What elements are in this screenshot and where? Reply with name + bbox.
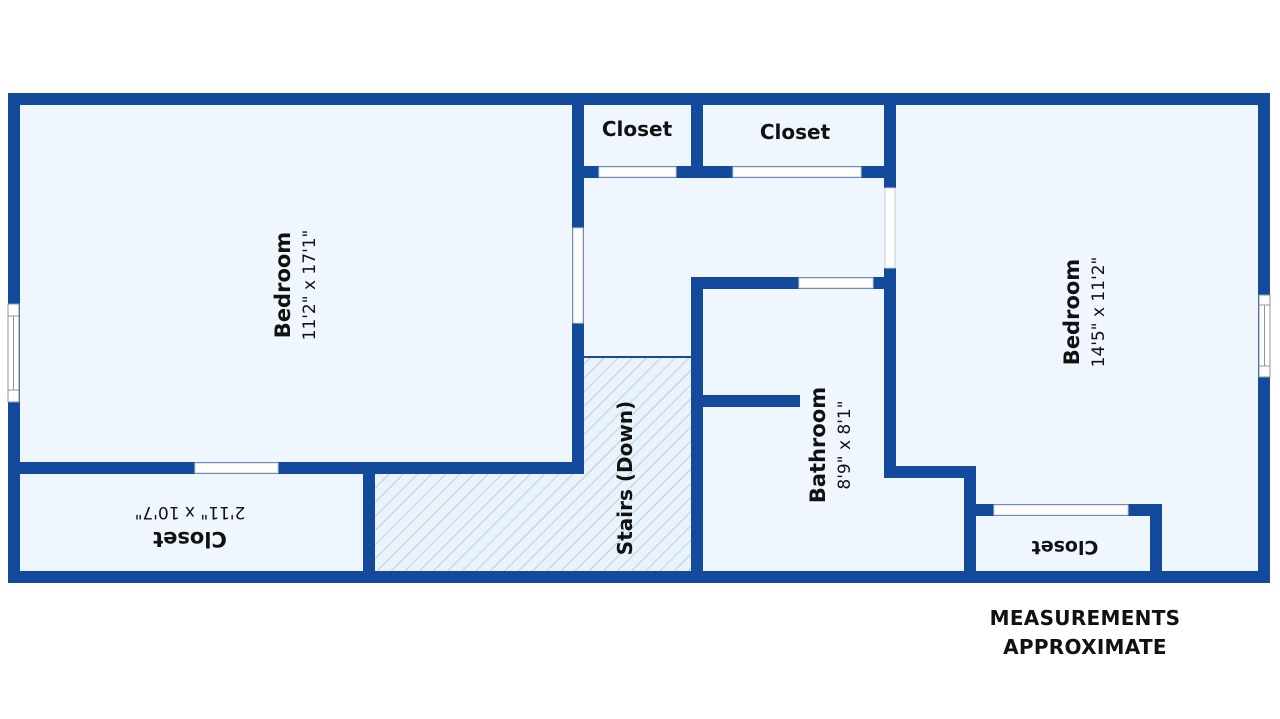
floor-bedroom-right	[890, 99, 1264, 576]
label-bedroom-left: Bedroom 11'2" x 17'1"	[271, 230, 320, 341]
floor-bedroom-left	[14, 99, 578, 467]
svg-text:Bedroom: Bedroom	[271, 232, 295, 338]
note-line-2: APPROXIMATE	[1003, 635, 1167, 659]
door-bathroom[interactable]	[798, 277, 874, 289]
svg-text:Closet: Closet	[153, 527, 227, 551]
svg-text:Closet: Closet	[1032, 536, 1099, 558]
svg-text:Bathroom: Bathroom	[806, 387, 830, 503]
label-closet-bottom-right: Closet	[1032, 536, 1099, 558]
svg-text:8'9" x 8'1": 8'9" x 8'1"	[835, 400, 855, 489]
windows	[7, 294, 1271, 403]
note-line-1: MEASUREMENTS	[989, 606, 1181, 630]
door-closet-top-1[interactable]	[598, 166, 677, 178]
floor-closet-bottom-left	[14, 473, 369, 576]
label-closet-top-1: Closet	[602, 117, 673, 141]
svg-text:2'11" x 10'7": 2'11" x 10'7"	[135, 502, 246, 522]
label-bedroom-right: Bedroom 14'5" x 11'2"	[1060, 257, 1109, 368]
stairs-hatch	[375, 356, 692, 576]
svg-text:Bedroom: Bedroom	[1060, 259, 1084, 365]
label-closet-top-2: Closet	[760, 120, 831, 144]
measurements-note: MEASUREMENTS APPROXIMATE	[960, 604, 1210, 662]
door-closet-top-2[interactable]	[732, 166, 862, 178]
openings	[194, 166, 1129, 516]
label-bathroom: Bathroom 8'9" x 8'1"	[806, 387, 855, 503]
door-bedroom-right-hall[interactable]	[884, 187, 896, 269]
label-closet-bottom-left: Closet 2'11" x 10'7"	[135, 502, 246, 551]
door-bedroom-left-closet[interactable]	[194, 462, 279, 474]
room-labels: Bedroom 11'2" x 17'1" Closet Closet Bedr…	[135, 117, 1109, 558]
label-stairs: Stairs (Down)	[613, 401, 637, 555]
svg-text:Stairs (Down): Stairs (Down)	[613, 401, 637, 555]
door-bedroom-left-hall[interactable]	[572, 227, 584, 324]
floor-areas	[14, 99, 1264, 576]
svg-text:14'5" x 11'2": 14'5" x 11'2"	[1089, 257, 1109, 368]
svg-text:11'2" x 17'1": 11'2" x 17'1"	[300, 230, 320, 341]
door-closet-bottom-right[interactable]	[993, 504, 1129, 516]
